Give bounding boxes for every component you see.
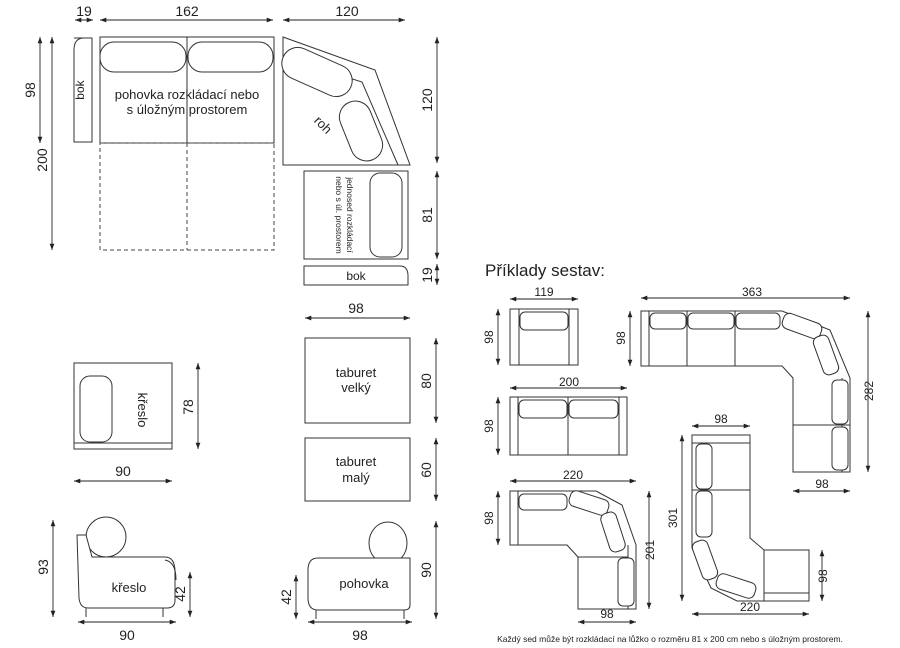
sofa-cushion-left: [99, 41, 187, 73]
ex3-cushion-1: [518, 493, 568, 511]
ex4-cushion-2: [687, 312, 735, 330]
dim-sofa-w: 162: [175, 3, 199, 19]
bok-label-bottom: bok: [346, 269, 366, 283]
example-l-sofa: 220 98 201 98: [482, 468, 657, 625]
single-seat-label-2: nebo s úl. prostorem: [334, 176, 344, 253]
dim-ex3-w: 220: [563, 468, 583, 482]
dim-corner-h: 120: [419, 88, 435, 112]
dim-sofa-side-w: 19: [76, 3, 92, 19]
dim-side-armchair-seat: 42: [172, 586, 188, 602]
dim-side-sofa-w: 98: [352, 627, 368, 643]
dim-small-ottoman-h: 60: [418, 462, 434, 478]
ex3-cushion-3: [600, 511, 626, 553]
dim-bok-h: 19: [419, 267, 435, 283]
dim-side-sofa-seat: 42: [278, 589, 294, 605]
armchair-side-view: křeslo 93 42 90: [35, 516, 193, 643]
armchair-plan: křeslo 78 90: [73, 362, 201, 484]
armchair-side-body: [76, 534, 176, 609]
dim-ex2-d: 98: [482, 419, 496, 433]
ex4-cushion-4: [781, 312, 823, 340]
ex2-cushion-1: [518, 399, 568, 419]
ex5-cushion-1: [695, 443, 713, 490]
large-ottoman-label-2: velký: [341, 380, 371, 395]
corner-cushion-back: [281, 46, 353, 98]
side-panel-bottom: [303, 265, 409, 286]
footnote: Každý sed může být rozkládací na lůžko o…: [497, 634, 843, 644]
dim-large-ottoman-h: 80: [418, 373, 434, 389]
examples-title: Příklady sestav:: [485, 261, 605, 280]
dim-jednosed-h: 81: [419, 207, 435, 223]
single-seat-cushion: [369, 172, 403, 258]
small-ottoman-label-1: taburet: [336, 454, 377, 469]
ex5-cushion-3: [691, 539, 719, 581]
dim-taburet-w: 98: [348, 300, 364, 316]
dim-side-armchair-h: 93: [35, 559, 51, 575]
ex3-cushion-4: [617, 557, 635, 607]
dim-ex1-d: 98: [482, 330, 496, 344]
ottomans: 98 taburet velký 80 taburet malý 60: [304, 300, 439, 502]
dim-sofa-bed-len: 200: [34, 148, 50, 172]
ex4-cushion-6: [831, 379, 849, 425]
ex5-cushion-4: [715, 573, 757, 599]
dim-corner-w: 120: [335, 3, 359, 19]
corner-cushion-side: [338, 100, 384, 162]
armchair-label: křeslo: [135, 393, 150, 428]
dim-ex2-w: 200: [559, 375, 579, 389]
example-large-l-sofa: 363 98 282 98: [614, 285, 876, 494]
dim-armchair-w: 90: [115, 463, 131, 479]
sofa-side-view: pohovka 42 90 98: [278, 521, 439, 643]
armchair-side-label: křeslo: [112, 580, 147, 595]
dim-ex5-h: 301: [666, 508, 680, 528]
small-ottoman-label-2: malý: [342, 470, 370, 485]
sofa-label-line1: pohovka rozkládací nebo: [115, 87, 260, 102]
sofa-side-body: [307, 557, 411, 611]
dim-ex4-b: 98: [815, 477, 829, 491]
dim-side-armchair-w: 90: [119, 627, 135, 643]
dim-ex4-h: 282: [862, 381, 876, 401]
ex1-cushion: [519, 311, 569, 331]
side-panel-left: [73, 37, 93, 143]
large-ottoman: [304, 337, 411, 424]
large-ottoman-label-1: taburet: [336, 365, 377, 380]
example-armchair: 119 98: [482, 285, 579, 366]
dim-ex3-b: 98: [600, 607, 614, 621]
ex4-cushion-7: [831, 426, 849, 471]
ex3-cushion-2: [568, 490, 610, 516]
single-seat-label-1: jednosed rozkládací: [345, 176, 355, 253]
ex4-cushion-3: [735, 312, 781, 330]
dim-ex5-d: 98: [816, 569, 830, 583]
dim-ex3-h: 201: [643, 540, 657, 560]
armchair-pillow: [85, 516, 127, 558]
ex5-cushion-2: [695, 490, 713, 538]
dim-ex5-w: 220: [740, 600, 760, 614]
sofa-cushion-right: [187, 41, 274, 73]
dim-sofa-depth: 98: [22, 82, 38, 98]
example-two-seat: 200 98: [482, 375, 628, 456]
bok-label-left: bok: [73, 79, 87, 99]
dim-ex5-top: 98: [714, 412, 728, 426]
dim-ex4-w: 363: [742, 285, 762, 299]
dim-ex3-d: 98: [482, 511, 496, 525]
armchair-cushion: [79, 375, 113, 443]
dim-ex4-d: 98: [614, 331, 628, 345]
small-ottoman: [304, 437, 411, 502]
dim-armchair-h: 78: [180, 399, 196, 415]
ex4-cushion-5: [812, 334, 840, 376]
ex4-cushion-1: [649, 312, 687, 330]
sofa-label-line2: s úložným prostorem: [127, 102, 248, 117]
modular-sofa-plan: 19 162 120 98 200 bok pohovka rozkládací…: [22, 3, 440, 286]
dim-ex1-w: 119: [534, 285, 553, 299]
dim-side-sofa-h: 90: [418, 562, 434, 578]
sofa-side-label: pohovka: [339, 576, 389, 591]
example-vertical-sofa: 98 301 220 98: [666, 412, 830, 617]
ex2-cushion-2: [568, 399, 619, 419]
